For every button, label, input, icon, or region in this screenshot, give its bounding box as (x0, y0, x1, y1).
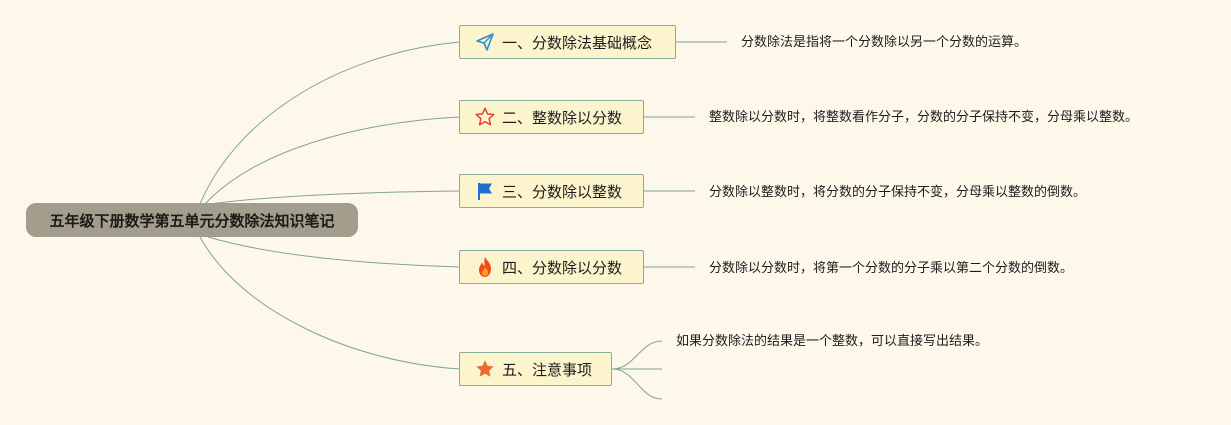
note-5-2[interactable] (676, 362, 686, 376)
note-5-1[interactable]: 如果分数除法的结果是一个整数，可以直接写出结果。 (676, 334, 989, 349)
link-root-branch-5 (199, 236, 461, 370)
note-4[interactable]: 分数除以分数时，将第一个分数的分子乘以第二个分数的倒数。 (709, 261, 1074, 276)
fire-icon (474, 256, 496, 278)
branch-topic-1-label: 一、分数除法基础概念 (502, 33, 653, 52)
link-root-branch-2 (204, 116, 461, 205)
branch-topic-4[interactable]: 四、分数除以分数 (459, 250, 644, 284)
branch-topic-3-label: 三、分数除以整数 (502, 182, 623, 201)
link-root-branch-1 (199, 41, 461, 205)
branch-topic-4-label: 四、分数除以分数 (502, 258, 623, 277)
paper-plane-icon (474, 31, 496, 53)
root-topic[interactable]: 五年级下册数学第五单元分数除法知识笔记 (26, 203, 358, 237)
note-2[interactable]: 整数除以分数时，将整数看作分子，分数的分子保持不变，分母乘以整数。 (709, 110, 1139, 125)
link-branch-5-note-3 (611, 368, 663, 400)
star-filled-icon (474, 358, 496, 380)
branch-topic-2-label: 二、整数除以分数 (502, 108, 623, 127)
note-1[interactable]: 分数除法是指将一个分数除以另一个分数的运算。 (741, 35, 1028, 50)
branch-topic-5-label: 五、注意事项 (502, 360, 593, 379)
note-3[interactable]: 分数除以整数时，将分数的分子保持不变，分母乘以整数的倒数。 (709, 185, 1087, 200)
branch-topic-3[interactable]: 三、分数除以整数 (459, 174, 644, 208)
branch-topic-1[interactable]: 一、分数除法基础概念 (459, 25, 676, 59)
link-branch-5-note-1 (611, 340, 663, 370)
root-topic-label: 五年级下册数学第五单元分数除法知识笔记 (49, 211, 335, 230)
note-5-3[interactable] (676, 392, 686, 406)
flag-icon (474, 180, 496, 202)
branch-topic-2[interactable]: 二、整数除以分数 (459, 100, 644, 134)
link-root-branch-3 (209, 190, 461, 205)
branch-topic-5[interactable]: 五、注意事项 (459, 352, 612, 386)
link-root-branch-4 (207, 236, 461, 268)
star-outline-icon (474, 106, 496, 128)
